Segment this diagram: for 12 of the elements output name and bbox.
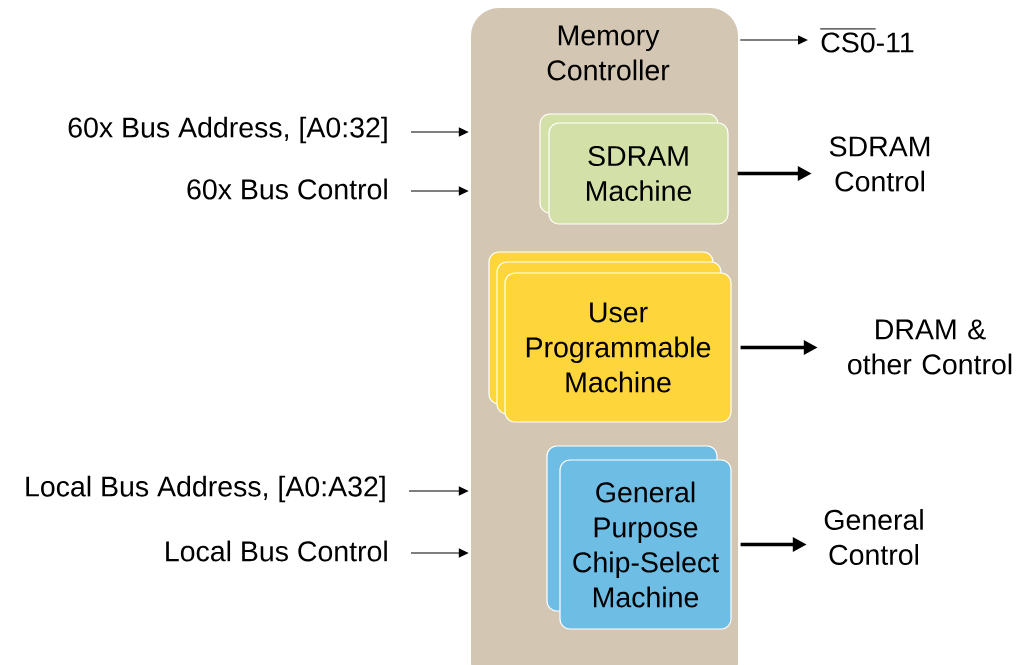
- stacked-machine-box: General Purpose Chip-Select Machine: [546, 445, 732, 630]
- signal-label: DRAM & other Control: [848, 319, 1012, 375]
- arrow: [739, 35, 808, 45]
- signal-label: $\overline{\text{CS0}}\text{-11}$: [820, 28, 914, 53]
- signal-label: 60x Bus Address, [A0:32]: [68, 116, 387, 144]
- signal-label: Local Bus Address, [A0:A32]: [26, 475, 385, 503]
- stacked-machine-box: User Programmable Machine: [488, 251, 732, 423]
- signal-label: Local Bus Control: [166, 540, 387, 562]
- signal-label: 60x Bus Control: [187, 178, 387, 200]
- stacked-machine-box: SDRAM Machine: [539, 113, 729, 225]
- signal-label: SDRAM Control: [829, 136, 930, 192]
- signal-label: General Control: [824, 509, 923, 565]
